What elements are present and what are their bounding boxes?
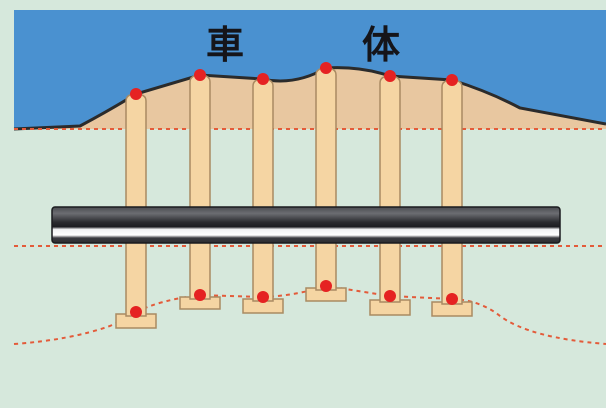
pin-1-top-marker xyxy=(130,88,142,100)
horizontal-bar xyxy=(51,206,561,244)
pin-1 xyxy=(115,88,157,329)
pin-4-bottom-marker xyxy=(320,280,332,292)
pin-1-bottom-marker xyxy=(130,306,142,318)
pin-3 xyxy=(242,73,284,314)
pin-5-shaft xyxy=(379,75,401,303)
pin-6-shaft xyxy=(441,79,463,305)
pin-2-shaft xyxy=(189,74,211,300)
pin-4-top-marker xyxy=(320,62,332,74)
pin-3-bottom-marker xyxy=(257,291,269,303)
pin-6 xyxy=(431,74,473,317)
pin-6-top-marker xyxy=(446,74,458,86)
pin-4-shaft xyxy=(315,67,337,291)
pin-2-bottom-marker xyxy=(194,289,206,301)
pin-2-top-marker xyxy=(194,69,206,81)
pin-5 xyxy=(369,70,411,316)
pin-3-top-marker xyxy=(257,73,269,85)
pin-3-shaft xyxy=(252,78,274,302)
pin-5-bottom-marker xyxy=(384,290,396,302)
pin-5-top-marker xyxy=(384,70,396,82)
pin-1-shaft xyxy=(125,93,147,317)
pin-6-bottom-marker xyxy=(446,293,458,305)
vehicle-body-label: 車 体 xyxy=(205,23,440,67)
